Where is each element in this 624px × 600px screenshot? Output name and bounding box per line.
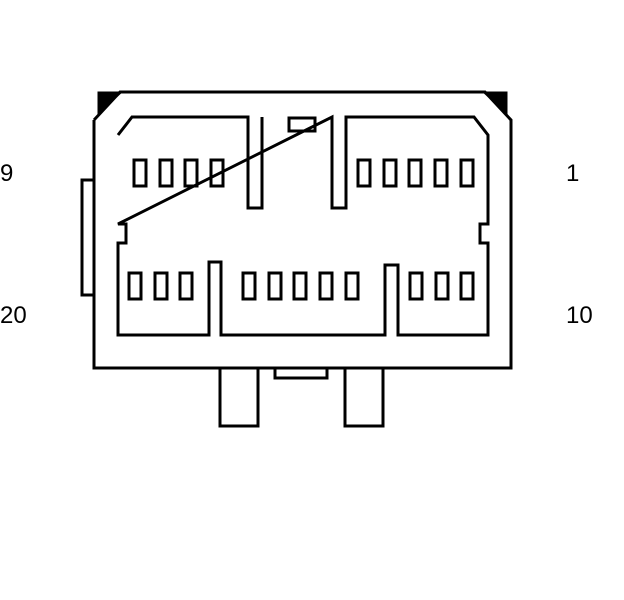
- pin-cavity: [241, 271, 257, 301]
- top-key: [287, 116, 317, 133]
- pin-group-top-left: [132, 158, 225, 188]
- pin-group-bottom-right: [408, 271, 475, 301]
- pin-cavity: [178, 271, 194, 301]
- side-latch: [80, 178, 96, 297]
- pin-cavity: [459, 158, 475, 188]
- connector-housing: [92, 90, 513, 370]
- pin-group-bottom-left: [127, 271, 194, 301]
- pin-label-top-left: 9: [0, 160, 14, 187]
- pin-label-bottom-right: 10: [566, 302, 593, 329]
- pin-cavity: [153, 271, 169, 301]
- pin-cavity: [356, 158, 372, 188]
- pin-cavity: [459, 271, 475, 301]
- pin-label-top-right: 1: [566, 160, 580, 187]
- pin-cavity: [183, 158, 199, 188]
- pin-cavity: [267, 271, 283, 301]
- pin-label-bottom-left: 20: [0, 302, 27, 329]
- pin-group-bottom-center: [241, 271, 360, 301]
- pin-cavity: [292, 271, 308, 301]
- pin-cavity: [209, 158, 225, 188]
- inner-cavity-outline: [116, 114, 490, 337]
- pin-cavity: [158, 158, 174, 188]
- pin-group-top-right: [356, 158, 475, 188]
- pin-cavity: [407, 158, 423, 188]
- pin-cavity: [408, 271, 424, 301]
- pin-cavity: [434, 271, 450, 301]
- pin-cavity: [318, 271, 334, 301]
- pin-cavity: [344, 271, 360, 301]
- pin-cavity: [433, 158, 449, 188]
- connector-bottom-legs: [218, 368, 385, 428]
- pin-cavity: [127, 271, 143, 301]
- pin-cavity: [382, 158, 398, 188]
- pin-cavity: [132, 158, 148, 188]
